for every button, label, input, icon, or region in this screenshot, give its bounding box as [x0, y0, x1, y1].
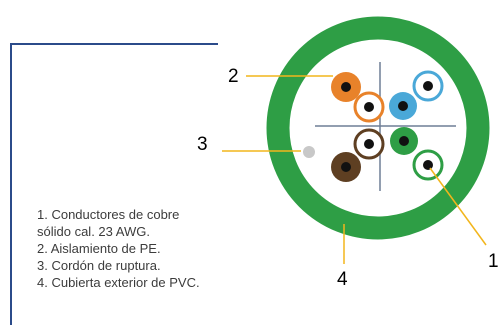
callout-2: 2 [228, 66, 239, 87]
callout-1: 1 [488, 251, 499, 272]
orange-conductor [331, 72, 361, 102]
green-pair [390, 127, 444, 181]
legend: 1. Conductores de cobre sólido cal. 23 A… [37, 206, 200, 291]
orange-pair [331, 72, 385, 123]
legend-line-1: 1. Conductores de cobre [37, 207, 180, 222]
orange-white-conductor [353, 91, 385, 123]
brown-pair [331, 128, 385, 182]
frame-line [10, 43, 218, 325]
leader-line-1 [429, 167, 487, 246]
brown-white-conductor [353, 128, 385, 160]
green-white-conductor [412, 149, 444, 181]
pair-separator-cross [315, 62, 456, 191]
green-conductor [390, 127, 418, 155]
callout-3: 3 [197, 134, 208, 155]
pvc-jacket [266, 16, 490, 240]
callout-4: 4 [337, 269, 348, 290]
legend-line-3: 2. Aislamiento de PE. [37, 241, 161, 256]
brown-conductor [331, 152, 361, 182]
blue-conductor [389, 92, 417, 120]
legend-line-4: 3. Cordón de ruptura. [37, 258, 161, 273]
legend-line-2: sólido cal. 23 AWG. [37, 224, 150, 239]
blue-white-conductor [412, 70, 444, 102]
blue-pair [389, 70, 444, 120]
rip-cord [303, 146, 315, 158]
legend-line-5: 4. Cubierta exterior de PVC. [37, 275, 200, 290]
